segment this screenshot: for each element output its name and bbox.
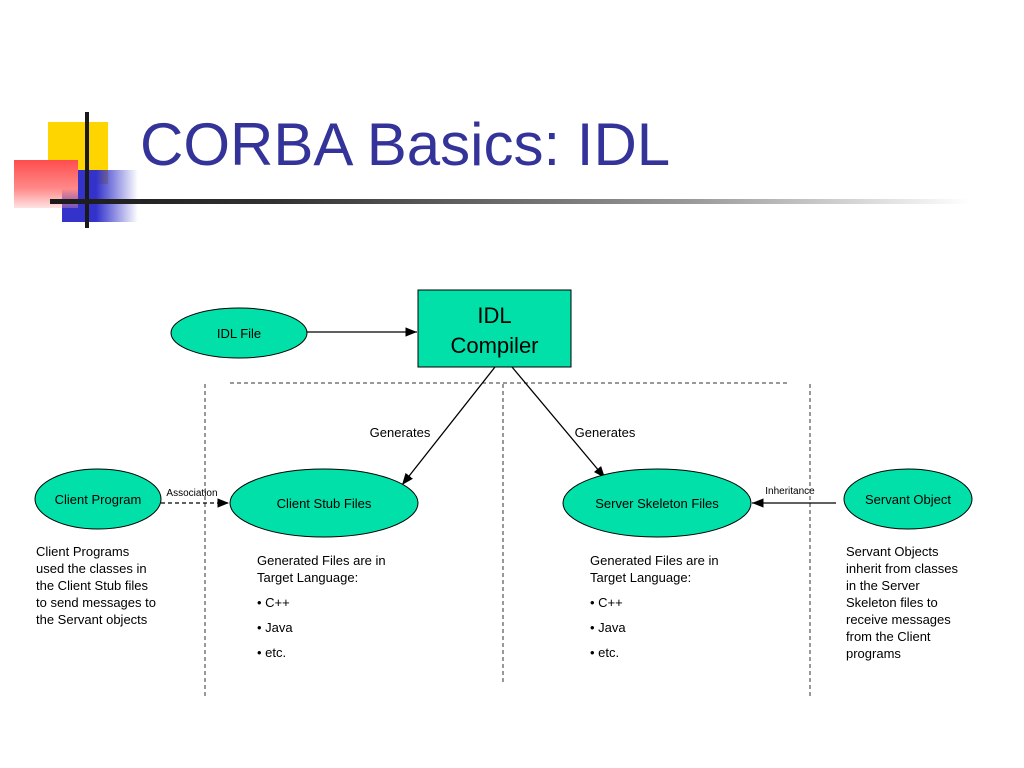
note-line: inherit from classes [846, 561, 958, 576]
note-line: Skeleton files to [846, 595, 938, 610]
note-line: used the classes in [36, 561, 147, 576]
note-line: Client Programs [36, 544, 130, 559]
node-idl-compiler-label-line2: Compiler [450, 333, 538, 358]
note-stub-languages: Generated Files are in Target Language: … [257, 552, 386, 661]
note-line: Target Language: [590, 570, 692, 585]
note-bullet: • C++ [590, 595, 623, 610]
note-line: from the Client [846, 629, 931, 644]
edge-label-generates-right: Generates [575, 425, 636, 440]
node-servant-object-label: Servant Object [865, 492, 951, 507]
note-bullet: • C++ [257, 595, 290, 610]
node-client-program-label: Client Program [55, 492, 142, 507]
edge-label-association: Association [166, 488, 217, 499]
node-idl-compiler-label-line1: IDL [477, 303, 511, 328]
node-server-skeleton-files: Server Skeleton Files [562, 468, 752, 538]
note-line: the Client Stub files [36, 578, 149, 593]
arrow-compiler-to-stub [401, 366, 496, 486]
note-line: receive messages [846, 612, 951, 627]
node-idl-compiler: IDL Compiler [417, 289, 572, 368]
note-bullet: • etc. [257, 645, 287, 660]
node-client-stub-label: Client Stub Files [277, 496, 372, 511]
note-bullet: • etc. [590, 645, 620, 660]
arrow-compiler-to-skeleton [511, 366, 606, 479]
note-line: programs [846, 646, 901, 661]
node-client-stub-files: Client Stub Files [229, 468, 419, 538]
note-bullet: • Java [257, 620, 293, 635]
note-line: the Servant objects [36, 612, 148, 627]
note-line: Target Language: [257, 570, 359, 585]
note-skeleton-languages: Generated Files are in Target Language: … [590, 552, 719, 661]
edge-label-inheritance: Inheritance [765, 486, 815, 497]
node-idl-file: IDL File [170, 307, 308, 359]
node-idl-file-label: IDL File [217, 326, 261, 341]
note-line: to send messages to [36, 595, 156, 610]
note-bullet: • Java [590, 620, 626, 635]
node-client-program: Client Program [34, 468, 162, 530]
note-client-programs: Client Programs used the classes in the … [36, 543, 156, 628]
note-line: Generated Files are in [257, 553, 386, 568]
title-underline [50, 199, 970, 204]
node-servant-object: Servant Object [843, 468, 973, 530]
edge-label-generates-left: Generates [370, 425, 431, 440]
note-servant-objects: Servant Objects inherit from classes in … [846, 543, 958, 662]
page-title: CORBA Basics: IDL [140, 111, 671, 178]
node-server-skeleton-label: Server Skeleton Files [595, 496, 719, 511]
decor-vertical-line [85, 112, 89, 228]
note-line: in the Server [846, 578, 920, 593]
note-line: Servant Objects [846, 544, 939, 559]
note-line: Generated Files are in [590, 553, 719, 568]
